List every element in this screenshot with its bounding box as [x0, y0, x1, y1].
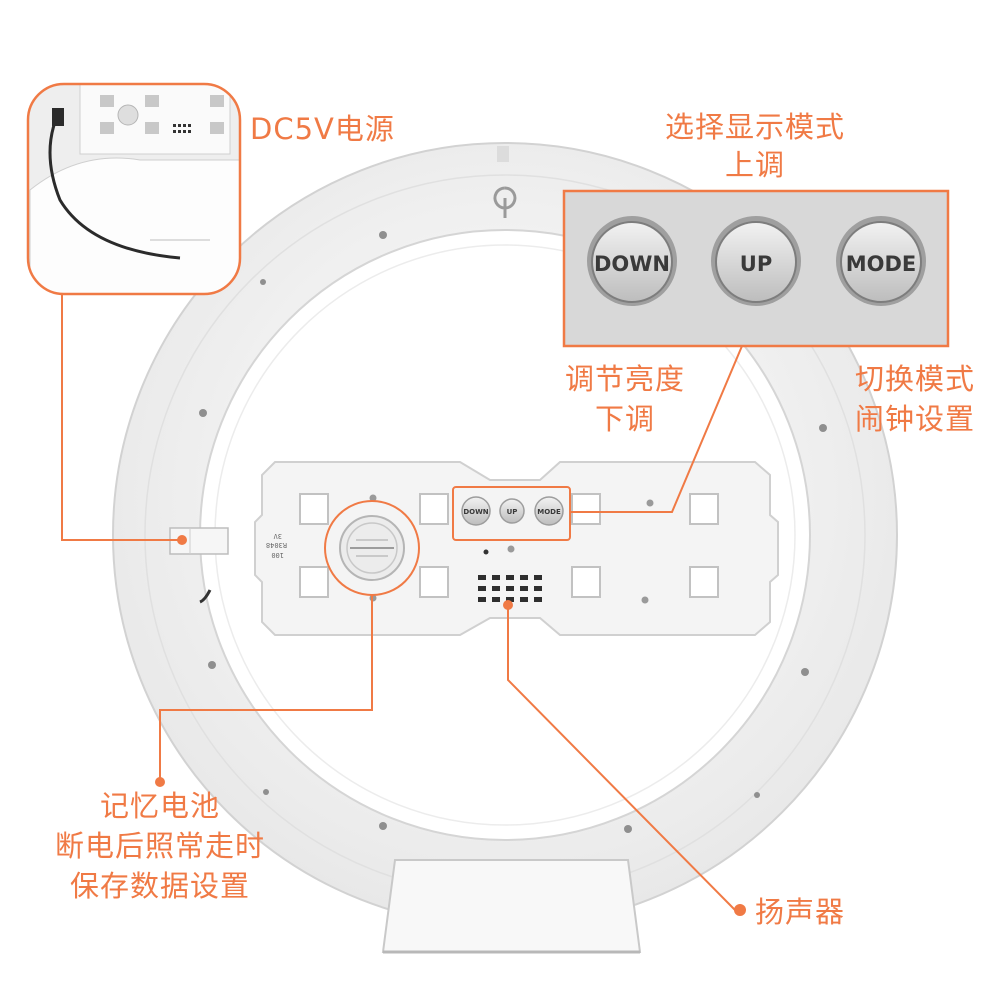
- board-print: 100 R3048 3V: [266, 532, 287, 559]
- inset-down-label: DOWN: [594, 252, 670, 276]
- board-buttons: DOWN UP MODE: [461, 496, 564, 526]
- board-mode-label: MODE: [537, 508, 561, 516]
- svg-text:100: 100: [271, 551, 284, 559]
- buttons-inset: DOWN UP MODE: [562, 189, 950, 348]
- inset-up-button: [711, 216, 801, 306]
- svg-text:R3048: R3048: [266, 541, 287, 549]
- inset-up-label: UP: [740, 252, 772, 276]
- board-down-label: DOWN: [463, 508, 488, 516]
- callout-lines: [61, 292, 743, 911]
- inset-mode-button: [836, 216, 926, 306]
- inset-mode-label: MODE: [846, 252, 917, 276]
- battery-label-line2: 断电后照常走时: [54, 829, 265, 863]
- switch-label-line2: 闹钟设置: [854, 402, 975, 436]
- clock-stand: [381, 859, 642, 954]
- callout-dots: [155, 535, 746, 916]
- power-inset: [26, 82, 242, 296]
- svg-text:3V: 3V: [273, 532, 282, 540]
- inset-down-button: [587, 216, 677, 306]
- switch-label-line1: 切换模式: [854, 362, 975, 396]
- mode-up-label-line2: 上调: [724, 148, 785, 182]
- battery-label-line3: 保存数据设置: [69, 869, 250, 903]
- display-windows: [299, 493, 719, 598]
- board-up-label: UP: [507, 508, 518, 516]
- speaker-grill: [478, 575, 542, 602]
- battery-cover: [339, 515, 405, 581]
- screw-holes: [199, 228, 827, 833]
- down-label-line2: 下调: [594, 402, 655, 436]
- speaker-label: 扬声器: [755, 895, 846, 929]
- battery-label-line1: 记忆电池: [99, 789, 220, 823]
- down-label-line1: 调节亮度: [564, 362, 685, 396]
- back-board: 100 R3048 3V DOWN UP MODE: [254, 461, 779, 636]
- mode-up-label-line1: 选择显示模式: [664, 110, 845, 144]
- power-label: DC5V电源: [250, 112, 395, 146]
